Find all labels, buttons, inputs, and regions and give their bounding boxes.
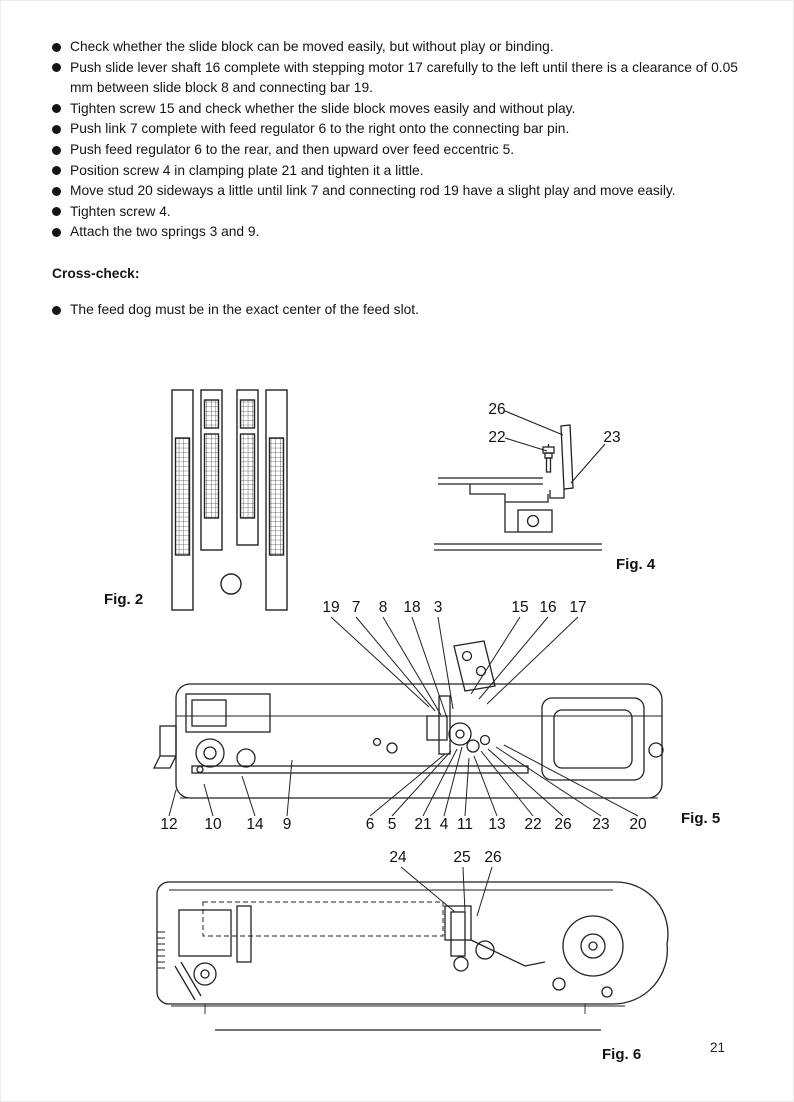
fig5-callout: 20 xyxy=(629,816,647,833)
instruction-text: Tighten screw 15 and check whether the s… xyxy=(70,100,576,116)
fig5-callout: 19 xyxy=(322,599,339,616)
instruction-text: Tighten screw 4. xyxy=(70,203,171,219)
fig5-callout: 13 xyxy=(488,816,505,833)
fig6-callout: 26 xyxy=(484,849,501,866)
cross-check-heading: Cross-check: xyxy=(52,265,140,281)
fig5-callout: 18 xyxy=(403,599,420,616)
fig4-callout: 22 xyxy=(488,429,505,446)
instruction-text: Push feed regulator 6 to the rear, and t… xyxy=(70,141,515,157)
fig5-callout: 4 xyxy=(440,816,449,833)
fig5-callout: 6 xyxy=(366,816,375,833)
instruction-text: Push link 7 complete with feed regulator… xyxy=(70,121,570,137)
fig5-callout: 14 xyxy=(246,816,264,833)
fig5-callout: 21 xyxy=(414,816,431,833)
fig5-callout: 7 xyxy=(352,599,361,616)
fig6-callout: 24 xyxy=(389,849,407,866)
fig6-drawing: 24 25 26 xyxy=(156,849,669,1031)
list-item: The feed dog must be in the exact center… xyxy=(52,300,756,321)
figure-5: 19 7 8 18 3 15 16 17 12 10 14 9 6 5 21 4… xyxy=(140,598,688,836)
bullet-icon xyxy=(52,104,61,114)
fig5-callout: 9 xyxy=(283,816,292,833)
list-item: Move stud 20 sideways a little until lin… xyxy=(52,181,756,202)
list-item: Push slide lever shaft 16 complete with … xyxy=(52,58,756,99)
bullet-icon xyxy=(52,166,61,176)
list-item: Check whether the slide block can be mov… xyxy=(52,37,756,58)
fig6-callout: 25 xyxy=(453,849,470,866)
list-item: Position screw 4 in clamping plate 21 an… xyxy=(52,161,756,182)
cross-check-list: The feed dog must be in the exact center… xyxy=(0,300,794,321)
bullet-icon xyxy=(52,145,61,155)
list-item: Push feed regulator 6 to the rear, and t… xyxy=(52,140,756,161)
fig5-callout: 26 xyxy=(554,816,571,833)
fig5-label: Fig. 5 xyxy=(681,810,721,827)
fig4-callout: 23 xyxy=(603,429,620,446)
fig5-drawing: 19 7 8 18 3 15 16 17 12 10 14 9 6 5 21 4… xyxy=(152,599,664,833)
fig2-label: Fig. 2 xyxy=(104,591,144,608)
bullet-icon xyxy=(52,124,61,134)
fig5-callout: 22 xyxy=(524,816,541,833)
instruction-text: Push slide lever shaft 16 complete with … xyxy=(70,59,738,96)
figure-6: 24 25 26 xyxy=(145,846,675,1051)
instruction-text: Check whether the slide block can be mov… xyxy=(70,39,554,54)
fig5-callout: 8 xyxy=(379,599,388,616)
fig5-callout: 11 xyxy=(457,816,473,833)
instruction-text: Attach the two springs 3 and 9. xyxy=(70,224,260,240)
fig4-label: Fig. 4 xyxy=(616,556,656,573)
fig6-label: Fig. 6 xyxy=(602,1046,642,1063)
fig5-callout: 16 xyxy=(539,599,556,616)
fig5-callout: 3 xyxy=(434,599,443,616)
fig5-callout: 10 xyxy=(204,816,222,833)
bullet-icon xyxy=(52,42,61,52)
bullet-icon xyxy=(52,207,61,217)
list-item: Push link 7 complete with feed regulator… xyxy=(52,119,756,140)
bullet-icon xyxy=(52,63,61,73)
fig5-callout: 5 xyxy=(388,816,397,833)
instruction-text: Move stud 20 sideways a little until lin… xyxy=(70,183,676,199)
instruction-text: Position screw 4 in clamping plate 21 an… xyxy=(70,162,424,178)
fig4-drawing: 26 22 23 xyxy=(434,401,621,551)
fig5-callout: 12 xyxy=(160,816,177,833)
fig5-callout: 17 xyxy=(569,599,586,616)
fig5-callout: 23 xyxy=(592,816,609,833)
instruction-list: Check whether the slide block can be mov… xyxy=(0,0,794,243)
bullet-icon xyxy=(52,227,61,237)
fig2-drawing xyxy=(171,389,288,611)
page-number: 21 xyxy=(710,1040,726,1055)
fig4-callout: 26 xyxy=(488,401,505,418)
list-item: Tighten screw 4. xyxy=(52,202,756,223)
list-item: Attach the two springs 3 and 9. xyxy=(52,222,756,243)
list-item: Tighten screw 15 and check whether the s… xyxy=(52,99,756,120)
fig5-callout: 15 xyxy=(511,599,528,616)
bullet-icon xyxy=(52,305,61,315)
figure-2 xyxy=(165,388,305,620)
figure-4: 26 22 23 xyxy=(430,398,635,566)
cross-check-text: The feed dog must be in the exact center… xyxy=(70,301,419,317)
bullet-icon xyxy=(52,186,61,196)
